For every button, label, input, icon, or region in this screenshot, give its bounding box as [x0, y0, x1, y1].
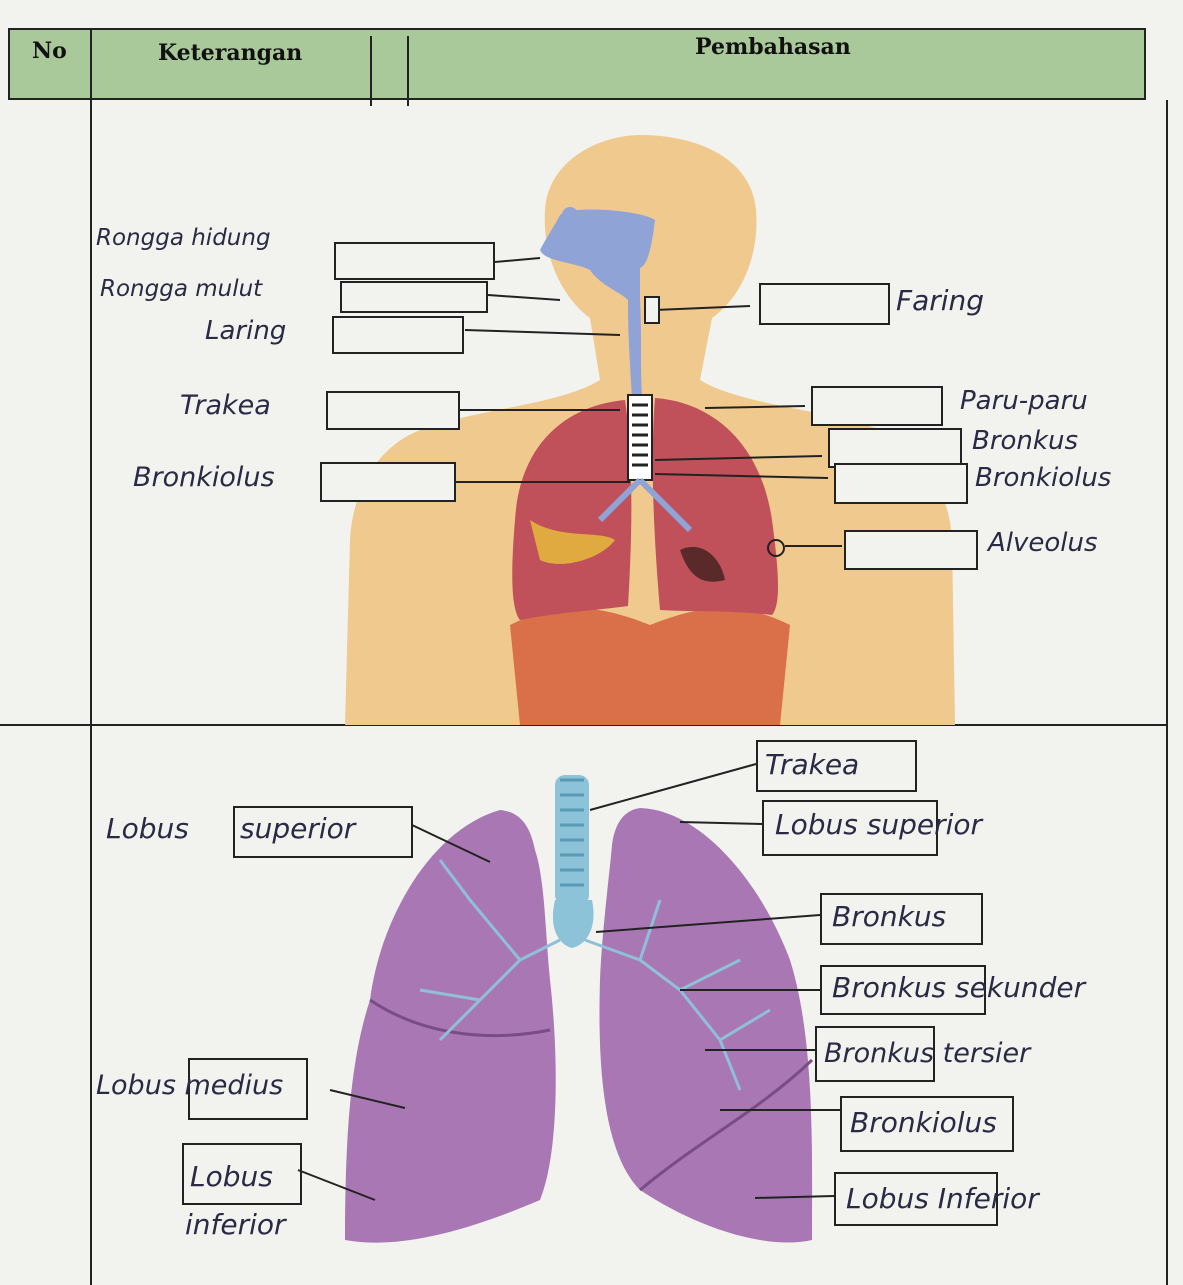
label-bronkiolus-2: Bronkiolus [850, 1106, 997, 1139]
label-lobus-superior-right: Lobus superior [775, 808, 982, 841]
label-bronkus-tersier: Bronkus tersier [824, 1038, 1030, 1069]
label-lobus-inferior-left-suffix: inferior [185, 1208, 286, 1241]
label-lobus-medius: Lobus medius [96, 1070, 283, 1101]
label-lobus-superior-left-prefix: Lobus [106, 812, 189, 845]
label-lobus-inferior-right: Lobus Inferior [846, 1182, 1039, 1215]
label-bronkus-sekunder: Bronkus sekunder [832, 971, 1085, 1004]
label-bronkus-2: Bronkus [832, 900, 946, 933]
label-lobus-superior-left-box: superior [240, 812, 355, 845]
right-lung-lobes [599, 808, 812, 1243]
label-lobus-inferior-left-box: Lobus [190, 1160, 273, 1193]
label-trakea-2: Trakea [765, 748, 859, 781]
